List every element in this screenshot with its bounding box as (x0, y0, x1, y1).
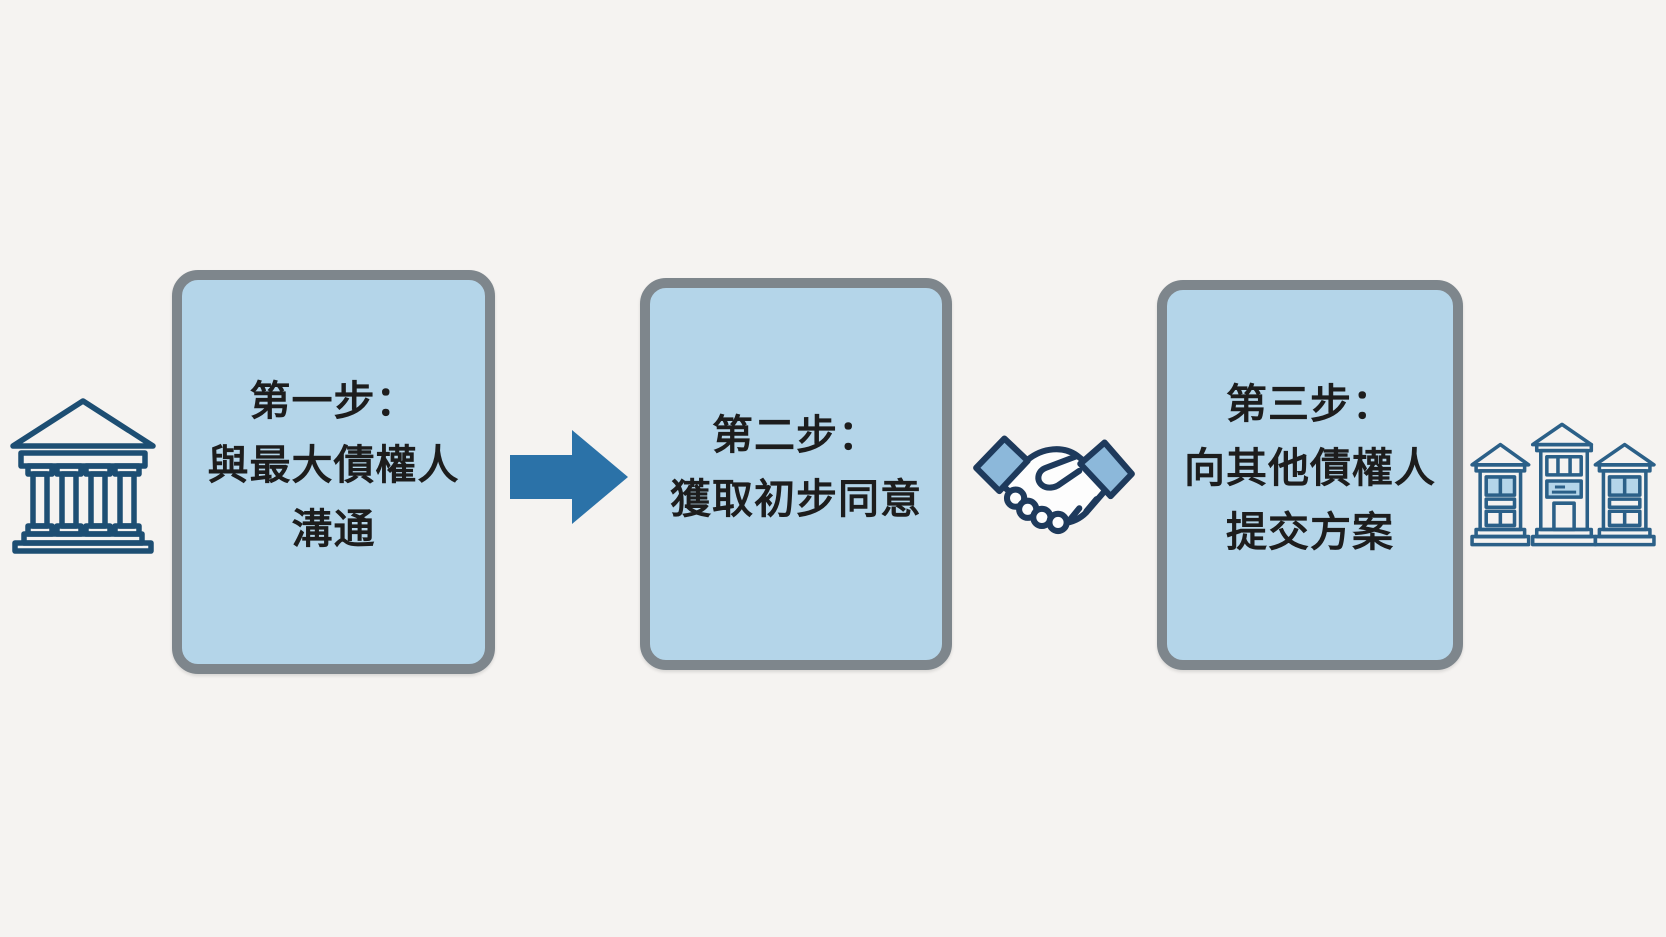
bank-building-icon (8, 396, 158, 554)
step-3-text-line: 向其他債權人 (1184, 445, 1436, 491)
handshake-icon (964, 422, 1144, 544)
step-3-box: 第三步： 向其他債權人 提交方案 (1157, 280, 1463, 670)
step-1-title: 第一步： (249, 378, 418, 424)
step-2-text-line: 獲取初步同意 (670, 476, 922, 522)
step-1-text-line: 與最大債權人 (207, 442, 460, 488)
step-2-title: 第二步： (712, 412, 880, 458)
three-bank-buildings-icon (1466, 418, 1658, 550)
step-1-text-line: 溝通 (291, 506, 376, 552)
arrow-right-icon (510, 428, 630, 526)
step-1-box: 第一步： 與最大債權人 溝通 (172, 270, 495, 674)
step-2-box: 第二步： 獲取初步同意 (640, 278, 952, 670)
step-3-text-line: 提交方案 (1226, 509, 1394, 555)
step-3-title: 第三步： (1226, 381, 1394, 427)
